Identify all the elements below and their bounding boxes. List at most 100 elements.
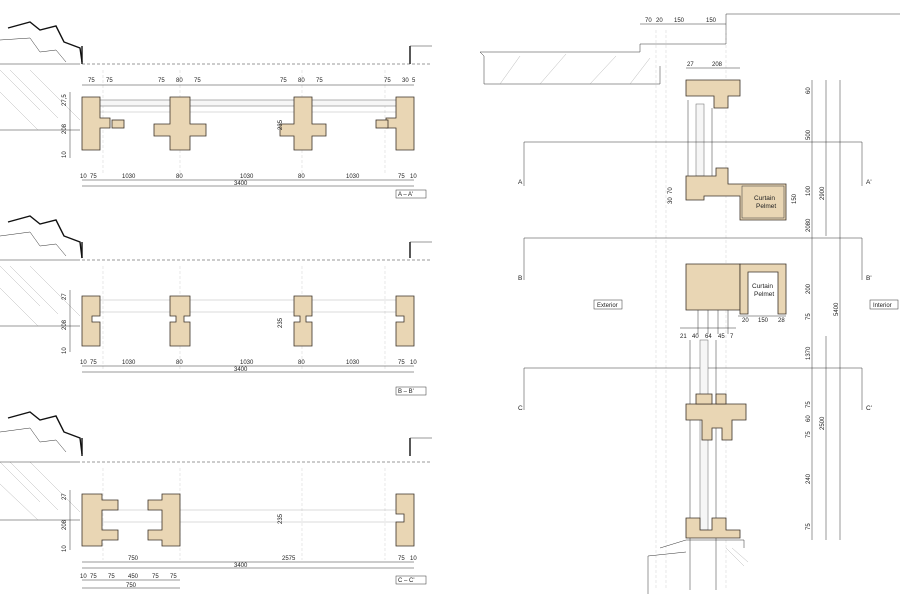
plan-cc: 27 208 10 235 750 2575 75 10 3400 10 75 …	[0, 411, 432, 589]
dim-label: 27	[62, 493, 68, 500]
dim-label: 40	[692, 334, 699, 340]
dim-label: 2080	[806, 218, 812, 232]
dim-label: 450	[128, 574, 139, 580]
section-tag: C – C'	[398, 578, 414, 584]
dim-label: 5	[412, 78, 416, 84]
dim-label: 208	[712, 62, 723, 68]
plan-aa-glazing	[95, 99, 405, 107]
dim-label: 500	[806, 129, 812, 140]
interior-label: Interior	[873, 303, 892, 309]
dim-label: 80	[176, 174, 183, 180]
dim-label: 60	[806, 87, 812, 94]
dim-label: 70	[668, 187, 674, 194]
dim-label: 45	[718, 334, 725, 340]
dim-label: 10	[62, 545, 68, 552]
dim-label: 2900	[820, 186, 826, 200]
cut-line-c: C C'	[518, 367, 872, 412]
section-tag: B – B'	[398, 389, 414, 395]
section-tag-box	[395, 575, 427, 585]
meeting-rail-upper	[715, 393, 727, 405]
dim-label: 80	[176, 78, 183, 84]
dim-label: 21	[680, 334, 687, 340]
meeting-rail	[685, 403, 747, 441]
dim-label: 750	[128, 556, 139, 562]
curtain-pelmet-void	[741, 185, 785, 219]
transom-and-pelmet	[685, 167, 787, 221]
dim-label: 75	[90, 174, 97, 180]
dim-label: 75	[806, 401, 812, 408]
dim-label: 27	[687, 62, 694, 68]
plan-bb-bottom-dimensions: 10 75 1030 80 1030 80 1030 75 10 3400	[80, 360, 417, 373]
plan-cc-gridlines	[102, 468, 386, 560]
pelmet-box	[739, 263, 787, 315]
dim-total: 3400	[234, 367, 248, 373]
dim-label: 1370	[806, 346, 812, 360]
dim-label: 1030	[346, 174, 360, 180]
plan-bb-gridlines	[102, 266, 386, 370]
frame-jamb-right	[385, 96, 415, 151]
plan-bb-wall-detail	[0, 215, 432, 327]
sash-stop	[375, 119, 389, 129]
exterior-label-box	[593, 299, 623, 310]
frame-jamb-left	[81, 295, 101, 347]
dim-label: 10	[410, 360, 417, 366]
frame-jamb-left	[81, 493, 119, 547]
cut-label-c: C	[518, 405, 523, 412]
dim-label: 150	[758, 318, 769, 324]
dim-label: 240	[806, 473, 812, 484]
frame-jamb-right	[395, 295, 415, 347]
dim-label: 100	[806, 185, 812, 196]
dim-label: 1030	[122, 360, 136, 366]
exterior-label: Exterior	[597, 303, 618, 309]
dim-label: 208	[62, 319, 68, 330]
meeting-rail-upper	[695, 393, 713, 405]
dim-label: 20	[742, 318, 749, 324]
dim-label: 75	[170, 574, 177, 580]
middle-frame	[685, 263, 741, 311]
dim-label: 10	[62, 347, 68, 354]
section-head-overhang	[479, 13, 900, 590]
dim-label: 75	[398, 360, 405, 366]
dim-label: 30	[668, 197, 674, 204]
dim-label: 75	[806, 523, 812, 530]
section-tag: A – A'	[398, 192, 413, 198]
dim-label: 27	[62, 293, 68, 300]
frame-mullion-2	[279, 96, 327, 151]
dim-label: 2500	[820, 416, 826, 430]
dim-label: 235	[278, 317, 284, 328]
plan-aa: 75 75 75 80 75 75 80 75 75 30 5 27,5 208…	[0, 21, 432, 199]
frame-jamb-left	[81, 96, 111, 151]
plan-aa-frames	[81, 96, 415, 151]
dim-label: 75	[106, 78, 113, 84]
dim-label: 200	[806, 283, 812, 294]
plan-cc-left-dimensions: 27 208 10 235	[62, 493, 284, 552]
plan-cc-frames	[81, 493, 415, 547]
vertical-section: 70 20 150 150 27 208 Curtain Pelmet 70 3…	[479, 13, 900, 594]
frame-mullion-1	[153, 96, 207, 151]
plan-bb-left-dimensions: 27 208 10 235	[62, 293, 284, 354]
dim-label: 75	[90, 574, 97, 580]
bottom-sill	[685, 517, 741, 539]
dim-label: 10	[62, 151, 68, 158]
dim-label: 80	[298, 78, 305, 84]
dim-label: 2575	[282, 556, 296, 562]
dim-label: 75	[806, 313, 812, 320]
dim-label: 75	[398, 174, 405, 180]
dim-label: 75	[88, 78, 95, 84]
dim-total: 750	[126, 583, 137, 589]
dim-label: 10	[410, 556, 417, 562]
dim-label: 10	[80, 574, 87, 580]
cut-label-b-prime: B'	[866, 275, 872, 282]
plan-aa-wall-detail	[0, 21, 432, 131]
plan-aa-left-dimensions: 27,5 208 10 235	[62, 94, 284, 158]
dim-label: 80	[298, 174, 305, 180]
dim-label: 80	[298, 360, 305, 366]
cut-line-a: A A'	[518, 141, 872, 186]
pelmet-label: Pelmet	[754, 291, 774, 298]
interior-label-box	[869, 299, 899, 310]
plan-bb: 27 208 10 235 10 75 1030 80 1030 80 1030…	[0, 215, 432, 396]
dim-total: 3400	[234, 181, 248, 187]
frame-mullion-1	[169, 295, 191, 347]
dim-label: 1030	[346, 360, 360, 366]
